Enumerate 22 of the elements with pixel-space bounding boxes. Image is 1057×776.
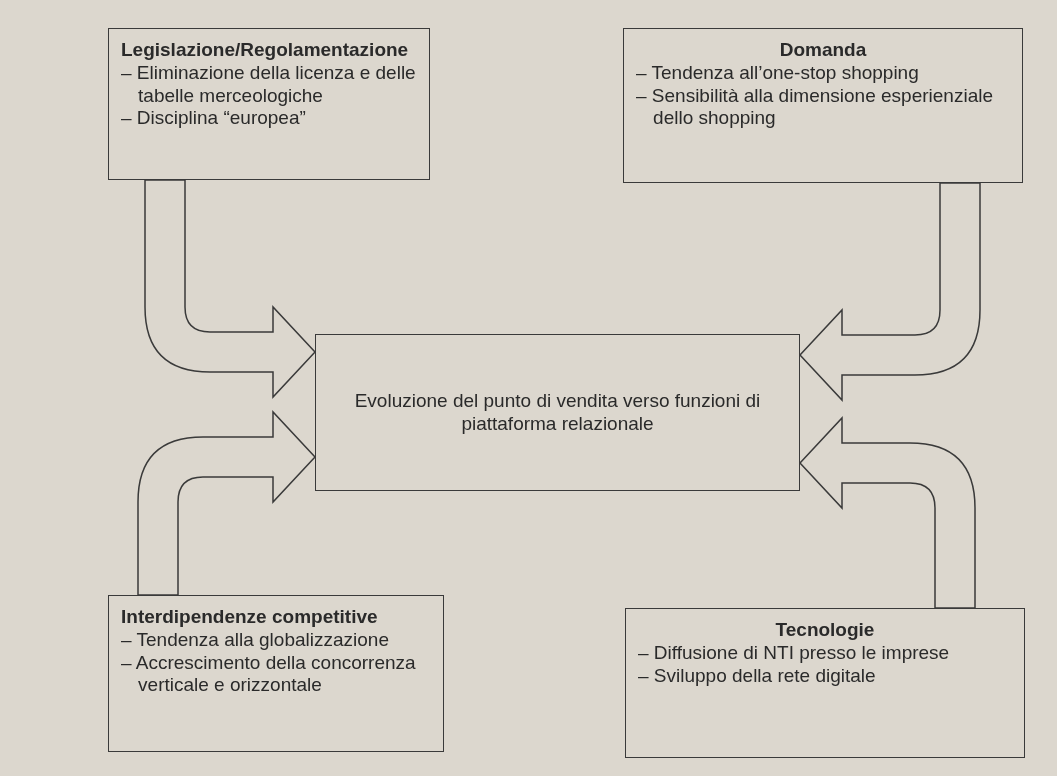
list-item: – Tendenza alla globalizzazione (121, 628, 390, 652)
box-text: Evoluzione del punto di vendita verso funzioni di piattaforma relazionale (353, 389, 762, 436)
block-arrow (799, 182, 981, 401)
list-item: – Disciplina “europea” (121, 107, 307, 131)
central-box (315, 334, 800, 491)
factor-box (108, 595, 444, 752)
factor-box (625, 608, 1025, 758)
box-heading: Domanda (778, 39, 868, 62)
list-item: – Sensibilità alla dimensione esperienziale dello shopping (636, 84, 994, 131)
block-arrow (799, 417, 976, 609)
list-item: – Accrescimento della concorrenza verticale e orizzontale (121, 651, 417, 698)
factor-box (623, 28, 1023, 183)
list-item: – Eliminazione della licenza e delle tabelle merceologiche (121, 61, 417, 108)
block-arrow (144, 179, 316, 398)
list-item: – Sviluppo della rete digitale (638, 664, 877, 688)
factor-box (108, 28, 430, 180)
box-heading: Legislazione/Regolamentazione (121, 39, 410, 62)
box-heading: Interdipendenze competitive (121, 606, 379, 629)
list-item: – Tendenza all’one-stop shopping (636, 61, 920, 85)
list-item: – Diffusione di NTI presso le imprese (638, 641, 951, 665)
box-heading: Tecnologie (774, 619, 876, 642)
block-arrow (137, 411, 316, 596)
